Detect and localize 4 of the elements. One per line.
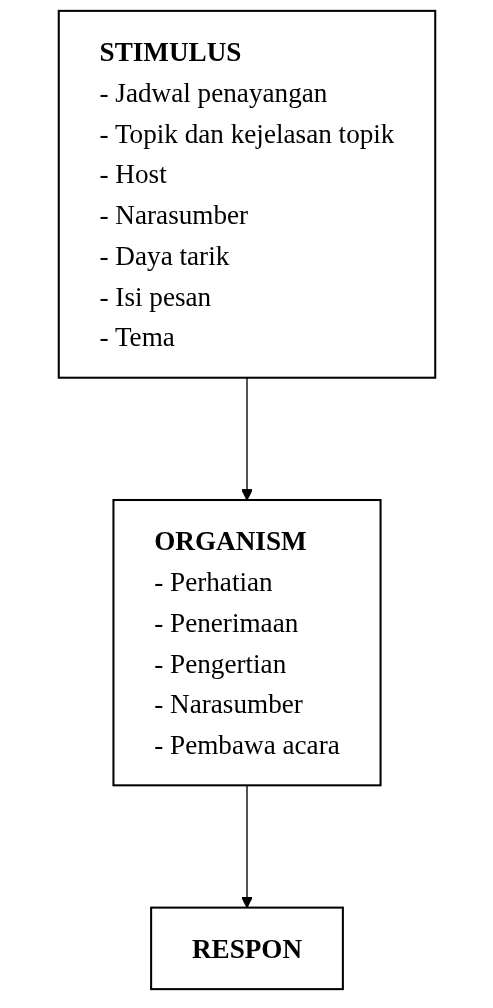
node-box: RESPON [149,906,344,991]
node-box: STIMULUS - Jadwal penayangan - Topik dan kejelasan topik - Host - Narasumber - Daya tarik - Isi pesan - Tema [57,9,436,379]
arrow [240,377,253,501]
node-box: ORGANISM - Perhatian - Penerimaan - Pengertian - Narasumber - Pembawa acara [111,499,382,787]
